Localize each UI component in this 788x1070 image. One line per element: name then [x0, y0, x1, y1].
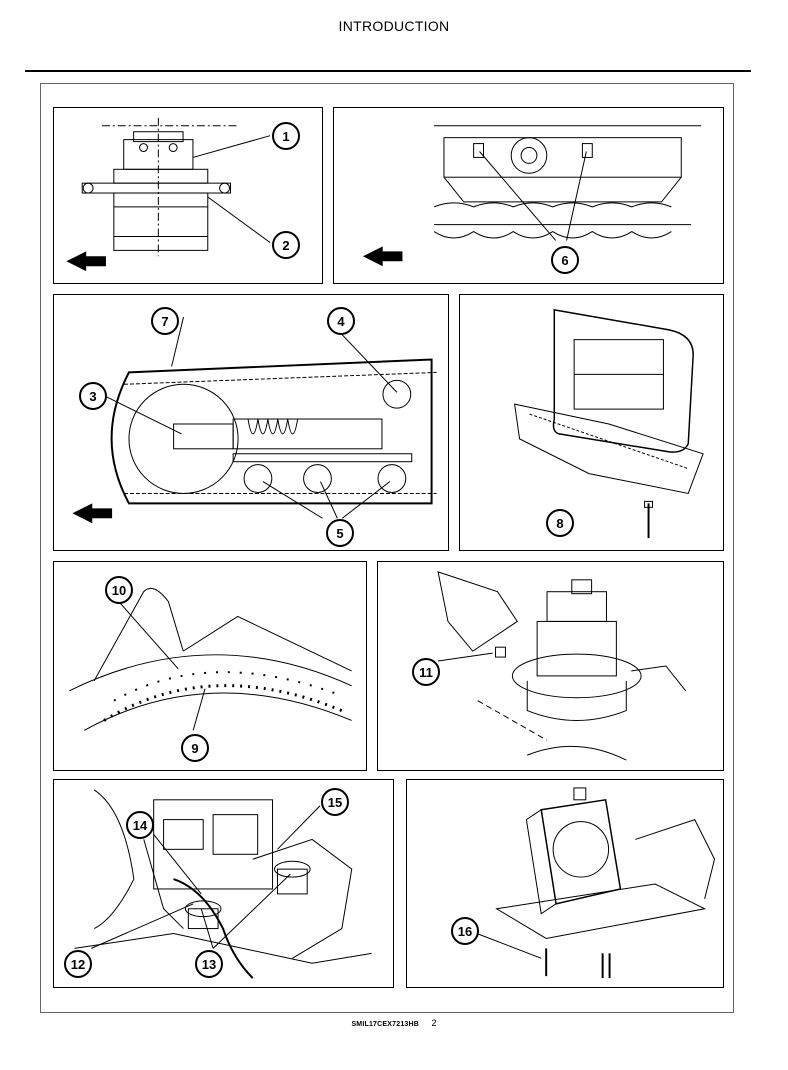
page-footer: SMIL17CEX7213HB 2: [0, 1018, 788, 1028]
engine-mounts-illustration: [74, 789, 372, 979]
callout-5: 5: [326, 519, 354, 547]
panel-counterweight: 8: [459, 294, 724, 551]
panel-track-assembly: 7 4 3 5: [53, 294, 449, 551]
figure-frame: [40, 83, 734, 1013]
page-number: 2: [431, 1018, 437, 1028]
callout-15: 15: [321, 788, 349, 816]
track-assembly-illustration: [72, 316, 437, 524]
cooling-package-illustration: [476, 787, 716, 979]
swing-motor-illustration: [437, 571, 687, 761]
callout-4: 4: [327, 307, 355, 335]
swing-bearing-illustration: [69, 587, 352, 731]
page-header: INTRODUCTION: [338, 18, 450, 34]
panel-final-drive: 1 2: [53, 107, 323, 284]
track-guards-illustration: [362, 125, 702, 267]
header-rule: [25, 70, 751, 72]
callout-1: 1: [272, 122, 300, 150]
callout-3: 3: [79, 382, 107, 410]
direction-arrow-icon: [72, 503, 113, 524]
direction-arrow-icon: [66, 251, 106, 272]
counterweight-illustration: [514, 308, 704, 539]
callout-10: 10: [105, 576, 133, 604]
document-code: SMIL17CEX7213HB: [351, 1021, 420, 1028]
panel-cooling-package: 16: [406, 779, 724, 988]
callout-6: 6: [551, 246, 579, 274]
panel-swing-motor: 11: [377, 561, 724, 771]
panel-swing-bearing: 10 9: [53, 561, 367, 771]
callout-16: 16: [451, 917, 479, 945]
callout-8: 8: [546, 509, 574, 537]
direction-arrow-icon: [362, 246, 403, 267]
callout-12: 12: [64, 950, 92, 978]
final-drive-illustration: [66, 117, 271, 272]
callout-2: 2: [272, 231, 300, 259]
callout-14: 14: [126, 811, 154, 839]
callout-7: 7: [151, 307, 179, 335]
callout-11: 11: [412, 658, 440, 686]
panel-track-guards: 6: [333, 107, 724, 284]
callout-13: 13: [195, 950, 223, 978]
callout-9: 9: [181, 734, 209, 762]
panel-engine-mounts: 15 14 12 13: [53, 779, 394, 988]
